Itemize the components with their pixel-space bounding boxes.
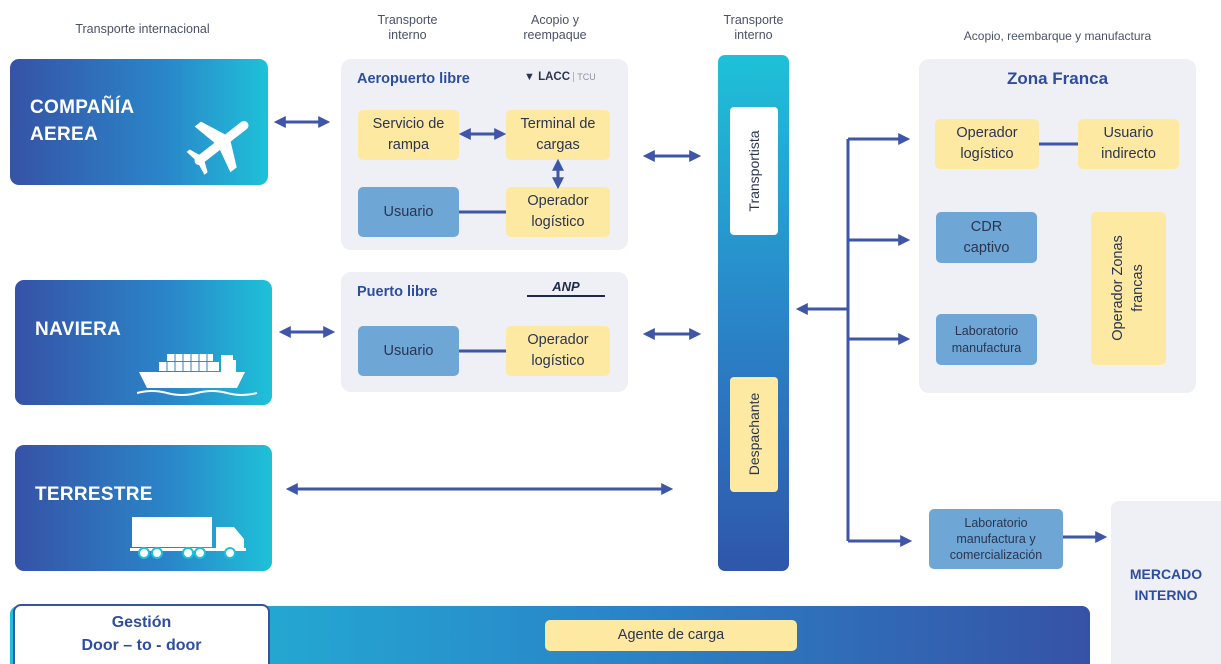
header-internal-transport-left: Transporte interno <box>377 13 438 42</box>
lacc-logo-text: LACC <box>538 71 571 83</box>
airport-logistics-operator-box: Operador logístico <box>506 187 610 237</box>
header-consolidation: Acopio y reempaque <box>523 13 587 42</box>
ramp-service-box: Servicio de rampa <box>358 110 459 160</box>
anp-logo-rule <box>527 295 605 297</box>
carrier-sea-label: NAVIERA <box>35 319 122 340</box>
manufacturing-lab-box: Laboratorio manufactura <box>936 314 1037 365</box>
carrier-air-label: COMPAÑÍA AEREA <box>30 97 135 145</box>
carrier-air-box: COMPAÑÍA AEREA <box>10 59 268 185</box>
port-logistics-operator-box: Operador logístico <box>506 326 610 376</box>
lab-trade-box: Laboratorio manufactura y comercializaci… <box>929 509 1063 569</box>
lacc-triangle-icon: ▼ <box>524 71 535 83</box>
header-internal-transport-right: Transporte interno <box>723 13 784 42</box>
airport-user-box: Usuario <box>358 187 459 237</box>
door-to-door-label: Gestión Door – to - door <box>81 614 202 654</box>
airplane-icon <box>186 120 249 175</box>
header-free-zone-column: Acopio, reembarque y manufactura <box>963 29 1152 43</box>
door-to-door-box <box>13 604 270 664</box>
truck-icon <box>130 517 246 559</box>
indirect-user-box: Usuario indirecto <box>1078 119 1179 169</box>
free-zone-operator-box <box>1091 212 1166 365</box>
internal-market-box <box>1111 501 1221 664</box>
port-user-box: Usuario <box>358 326 459 376</box>
lacc-logo-sub: TCU <box>573 72 596 82</box>
header-international: Transporte internacional <box>75 22 210 36</box>
airport-title: Aeropuerto libre <box>357 71 470 87</box>
carrier-land-label: TERRESTRE <box>35 484 153 505</box>
cdr-captive-box: CDR captivo <box>936 212 1037 263</box>
cargo-ship-icon <box>137 354 258 396</box>
cargo-terminal-box: Terminal de cargas <box>506 110 610 160</box>
cargo-agent-box: Agente de carga <box>545 620 797 651</box>
lacc-logo: ▼ LACC TCU <box>524 71 596 83</box>
carrier-tag <box>730 107 778 235</box>
free-zone-logistics-operator-box: Operador logístico <box>935 119 1039 169</box>
port-title: Puerto libre <box>357 284 438 300</box>
anp-logo-text: ANP <box>552 279 580 294</box>
internal-market-label: MERCADO INTERNO <box>1129 566 1203 603</box>
carrier-sea-box: NAVIERA <box>15 280 272 405</box>
carrier-land-box: TERRESTRE <box>15 445 272 571</box>
free-zone-title: Zona Franca <box>1006 69 1109 88</box>
customs-broker-tag <box>730 377 778 492</box>
anp-logo: ANP <box>527 280 605 297</box>
